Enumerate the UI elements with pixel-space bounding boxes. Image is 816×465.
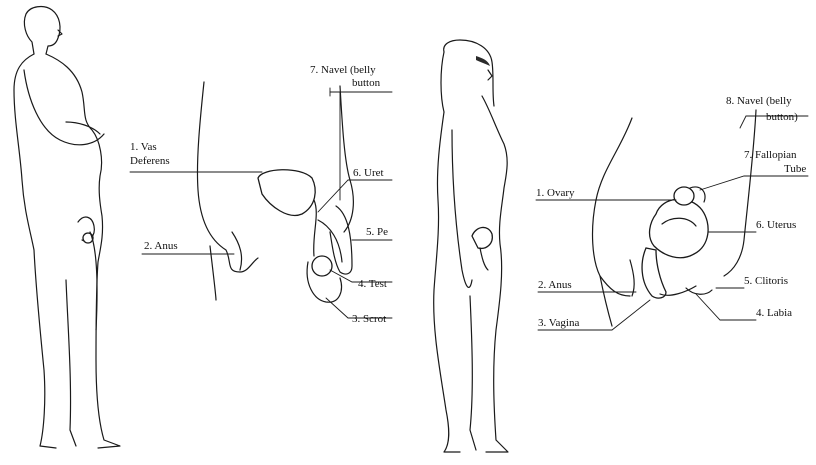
label-ovary: 1. Ovary (536, 187, 575, 199)
label-clitoris: 5. Clitoris (744, 275, 788, 287)
label-urethra: 6. Uret (353, 167, 384, 179)
label-penis: 5. Pe (366, 226, 388, 238)
label-navel-male-2: button (352, 77, 381, 89)
label-anus-male: 2. Anus (144, 240, 178, 252)
label-vagina: 3. Vagina (538, 317, 579, 329)
label-fallopian-tube-2: Tube (784, 163, 806, 175)
label-uterus: 6. Uterus (756, 219, 796, 231)
label-navel-male: 7. Navel (belly (310, 64, 376, 76)
male-figure (14, 7, 120, 448)
label-fallopian-tube: 7. Fallopian (744, 149, 797, 161)
female-cross-section (593, 110, 756, 326)
label-scrotum: 3. Scrot (352, 313, 386, 325)
male-labels: 1. Vas Deferens 2. Anus 3. Scrot 4. Test… (130, 64, 388, 325)
label-labia: 4. Labia (756, 307, 792, 319)
label-navel-female-2: button) (766, 111, 798, 123)
label-testicle: 4. Test (358, 278, 387, 290)
male-cross-section (197, 82, 353, 302)
female-figure (434, 40, 508, 452)
male-leader-lines (130, 88, 392, 318)
label-vas-deferens-2: Deferens (130, 155, 170, 167)
label-anus-female: 2. Anus (538, 279, 572, 291)
label-vas-deferens: 1. Vas (130, 141, 157, 153)
label-navel-female: 8. Navel (belly (726, 95, 792, 107)
